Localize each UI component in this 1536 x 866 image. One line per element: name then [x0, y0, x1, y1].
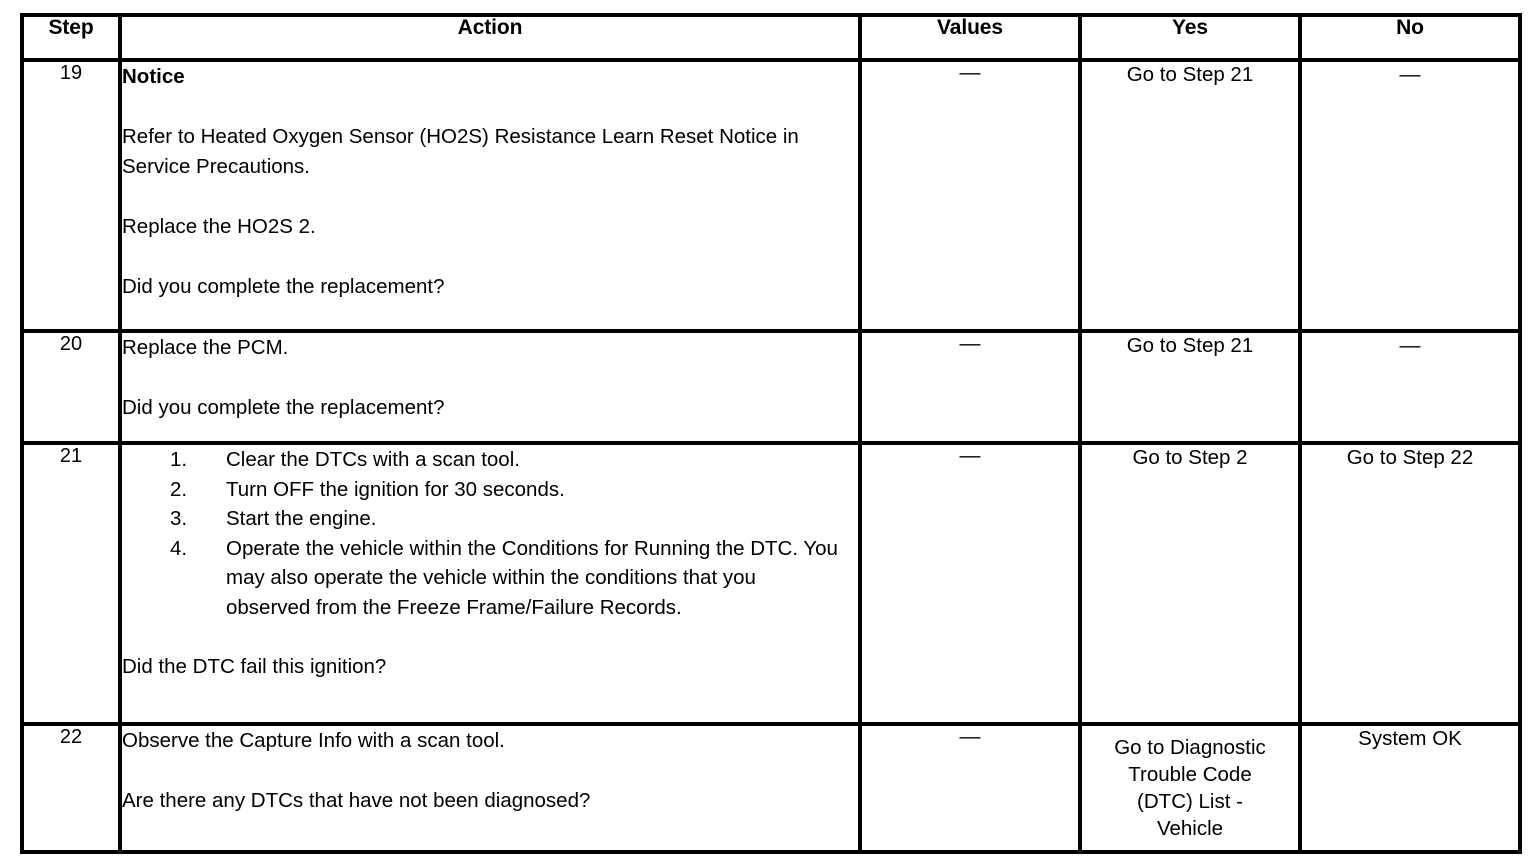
no-answer: — [1298, 329, 1522, 445]
action-question: Did you complete the replacement? [122, 395, 445, 419]
list-item-text: Operate the vehicle within the Condition… [226, 536, 838, 619]
column-header-yes: Yes [1078, 13, 1302, 62]
table-row: 22 Observe the Capture Info with a scan … [20, 722, 1522, 854]
yes-answer: Go to Diagnostic Trouble Code (DTC) List… [1078, 722, 1302, 854]
table-row: 20 Replace the PCM. Did you complete the… [20, 329, 1522, 445]
no-answer: Go to Step 22 [1298, 441, 1522, 726]
list-item: 4. Operate the vehicle within the Condit… [122, 534, 858, 623]
action-instruction: Replace the PCM. [122, 336, 289, 359]
list-item: 3. Start the engine. [122, 504, 858, 534]
values-cell: — [858, 58, 1082, 333]
no-answer: System OK [1298, 722, 1522, 854]
list-item-number: 2. [170, 477, 188, 501]
diagnostic-procedure-table: Step Action Values Yes No 19 Notice Refe… [20, 13, 1522, 854]
spacer [122, 622, 858, 652]
spacer [122, 242, 858, 272]
table-row: 19 Notice Refer to Heated Oxygen Sensor … [20, 58, 1522, 333]
spacer [122, 756, 858, 786]
yes-answer: Go to Step 21 [1078, 329, 1302, 445]
step-number: 21 [20, 441, 122, 726]
action-question: Did the DTC fail this ignition? [122, 655, 387, 679]
table-header-row: Step Action Values Yes No [20, 13, 1522, 62]
table-row: 21 1. Clear the DTCs with a scan tool. 2… [20, 441, 1522, 726]
list-item: 2. Turn OFF the ignition for 30 seconds. [122, 475, 858, 505]
yes-answer-line: Vehicle [1156, 816, 1224, 840]
action-content: Observe the Capture Info with a scan too… [118, 722, 862, 854]
yes-answer: Go to Step 21 [1078, 58, 1302, 333]
list-item-text: Turn OFF the ignition for 30 seconds. [226, 477, 565, 501]
spacer [122, 92, 858, 122]
values-cell: — [858, 441, 1082, 726]
step-number: 19 [20, 58, 122, 333]
notice-heading: Notice [122, 65, 185, 88]
column-header-action: Action [118, 13, 862, 62]
list-item-text: Start the engine. [226, 507, 377, 531]
action-question: Did you complete the replacement? [122, 274, 445, 298]
no-answer: — [1298, 58, 1522, 333]
notice-body: Refer to Heated Oxygen Sensor (HO2S) Res… [122, 124, 799, 178]
spacer [122, 363, 858, 393]
list-item: 1. Clear the DTCs with a scan tool. [122, 445, 858, 475]
action-step-list: 1. Clear the DTCs with a scan tool. 2. T… [122, 445, 858, 622]
list-item-text: Clear the DTCs with a scan tool. [226, 448, 520, 471]
action-content: Replace the PCM. Did you complete the re… [118, 329, 862, 445]
action-instruction: Observe the Capture Info with a scan too… [122, 729, 505, 752]
column-header-values: Values [858, 13, 1082, 62]
list-item-number: 1. [170, 448, 188, 471]
table-body: 19 Notice Refer to Heated Oxygen Sensor … [20, 58, 1522, 854]
step-number: 20 [20, 329, 122, 445]
action-content: Notice Refer to Heated Oxygen Sensor (HO… [118, 58, 862, 333]
action-instruction: Replace the HO2S 2. [122, 214, 316, 238]
table-header: Step Action Values Yes No [20, 13, 1522, 62]
yes-answer-line: Trouble Code [1128, 762, 1252, 786]
action-content: 1. Clear the DTCs with a scan tool. 2. T… [118, 441, 862, 726]
spacer [122, 182, 858, 212]
values-cell: — [858, 722, 1082, 854]
list-item-number: 3. [170, 507, 188, 531]
yes-answer-line: (DTC) List - [1137, 789, 1243, 813]
yes-answer-line: Go to Diagnostic [1114, 735, 1266, 759]
column-header-no: No [1298, 13, 1522, 62]
column-header-step: Step [20, 13, 122, 62]
list-item-number: 4. [170, 536, 188, 560]
yes-answer: Go to Step 2 [1078, 441, 1302, 726]
action-question: Are there any DTCs that have not been di… [122, 788, 591, 812]
values-cell: — [858, 329, 1082, 445]
step-number: 22 [20, 722, 122, 854]
